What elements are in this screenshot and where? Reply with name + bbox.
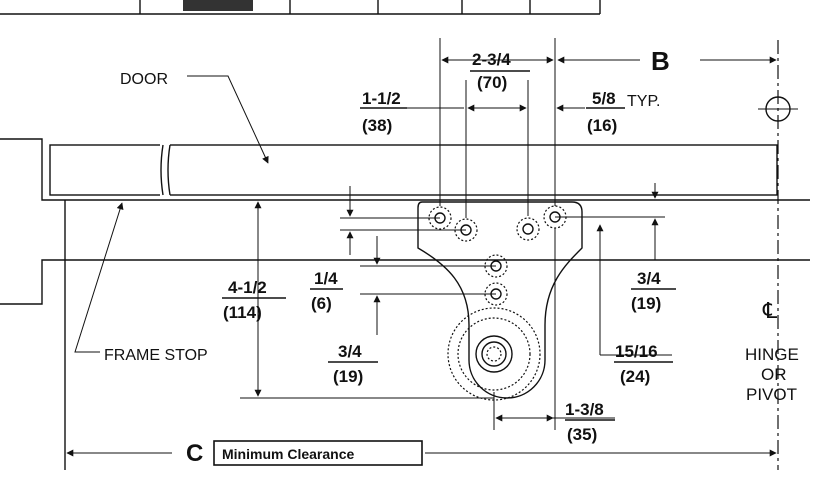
dim-114: (114) bbox=[223, 303, 262, 322]
dim-3-4-left: 3/4 bbox=[338, 342, 362, 361]
dim-70: (70) bbox=[477, 73, 507, 92]
dim-1-1-2: 1-1/2 bbox=[362, 89, 401, 108]
frame-outline bbox=[0, 138, 810, 470]
dimension-lines bbox=[66, 56, 777, 457]
dim-3-4-right: 3/4 bbox=[637, 269, 661, 288]
pivot-label: PIVOT bbox=[746, 385, 797, 404]
dim-1-4: 1/4 bbox=[314, 269, 338, 288]
dim-24: (24) bbox=[620, 367, 650, 386]
typ-label: TYP. bbox=[627, 93, 661, 110]
pivot-centerline bbox=[758, 40, 798, 470]
top-table-fragment bbox=[0, 0, 601, 15]
dimension-b-label: B bbox=[651, 46, 670, 76]
dim-2-3-4: 2-3/4 bbox=[472, 50, 511, 69]
dimension-c-label: C bbox=[186, 440, 203, 467]
frame-stop-label: FRAME STOP bbox=[104, 347, 208, 364]
dim-19-left: (19) bbox=[333, 367, 363, 386]
dim-5-8: 5/8 bbox=[592, 89, 616, 108]
dim-35: (35) bbox=[567, 425, 597, 444]
hole-3 bbox=[516, 217, 540, 241]
door-label: DOOR bbox=[120, 71, 168, 88]
or-label: OR bbox=[761, 365, 787, 384]
mounting-holes bbox=[428, 205, 567, 306]
dimension-values: 2-3/4 (70) 1-1/2 (38) 5/8 (16) 4-1/2 (11… bbox=[223, 50, 661, 444]
dim-1-3-8: 1-3/8 bbox=[565, 400, 604, 419]
door-panel bbox=[49, 142, 778, 198]
dim-16: (16) bbox=[587, 116, 617, 135]
centerline-symbol: ℄ bbox=[762, 298, 778, 323]
dim-19-right: (19) bbox=[631, 294, 661, 313]
dim-6: (6) bbox=[311, 294, 332, 313]
mounting-plate bbox=[417, 201, 583, 401]
hinge-label: HINGE bbox=[745, 345, 799, 364]
dim-38: (38) bbox=[362, 116, 392, 135]
extension-lines bbox=[240, 38, 665, 430]
min-clearance-box bbox=[213, 440, 423, 466]
min-clearance-label: Minimum Clearance bbox=[222, 446, 354, 462]
fraction-bars bbox=[222, 70, 676, 421]
dim-15-16: 15/16 bbox=[615, 342, 658, 361]
dim-4-1-2: 4-1/2 bbox=[228, 278, 267, 297]
leader-lines bbox=[74, 75, 269, 353]
